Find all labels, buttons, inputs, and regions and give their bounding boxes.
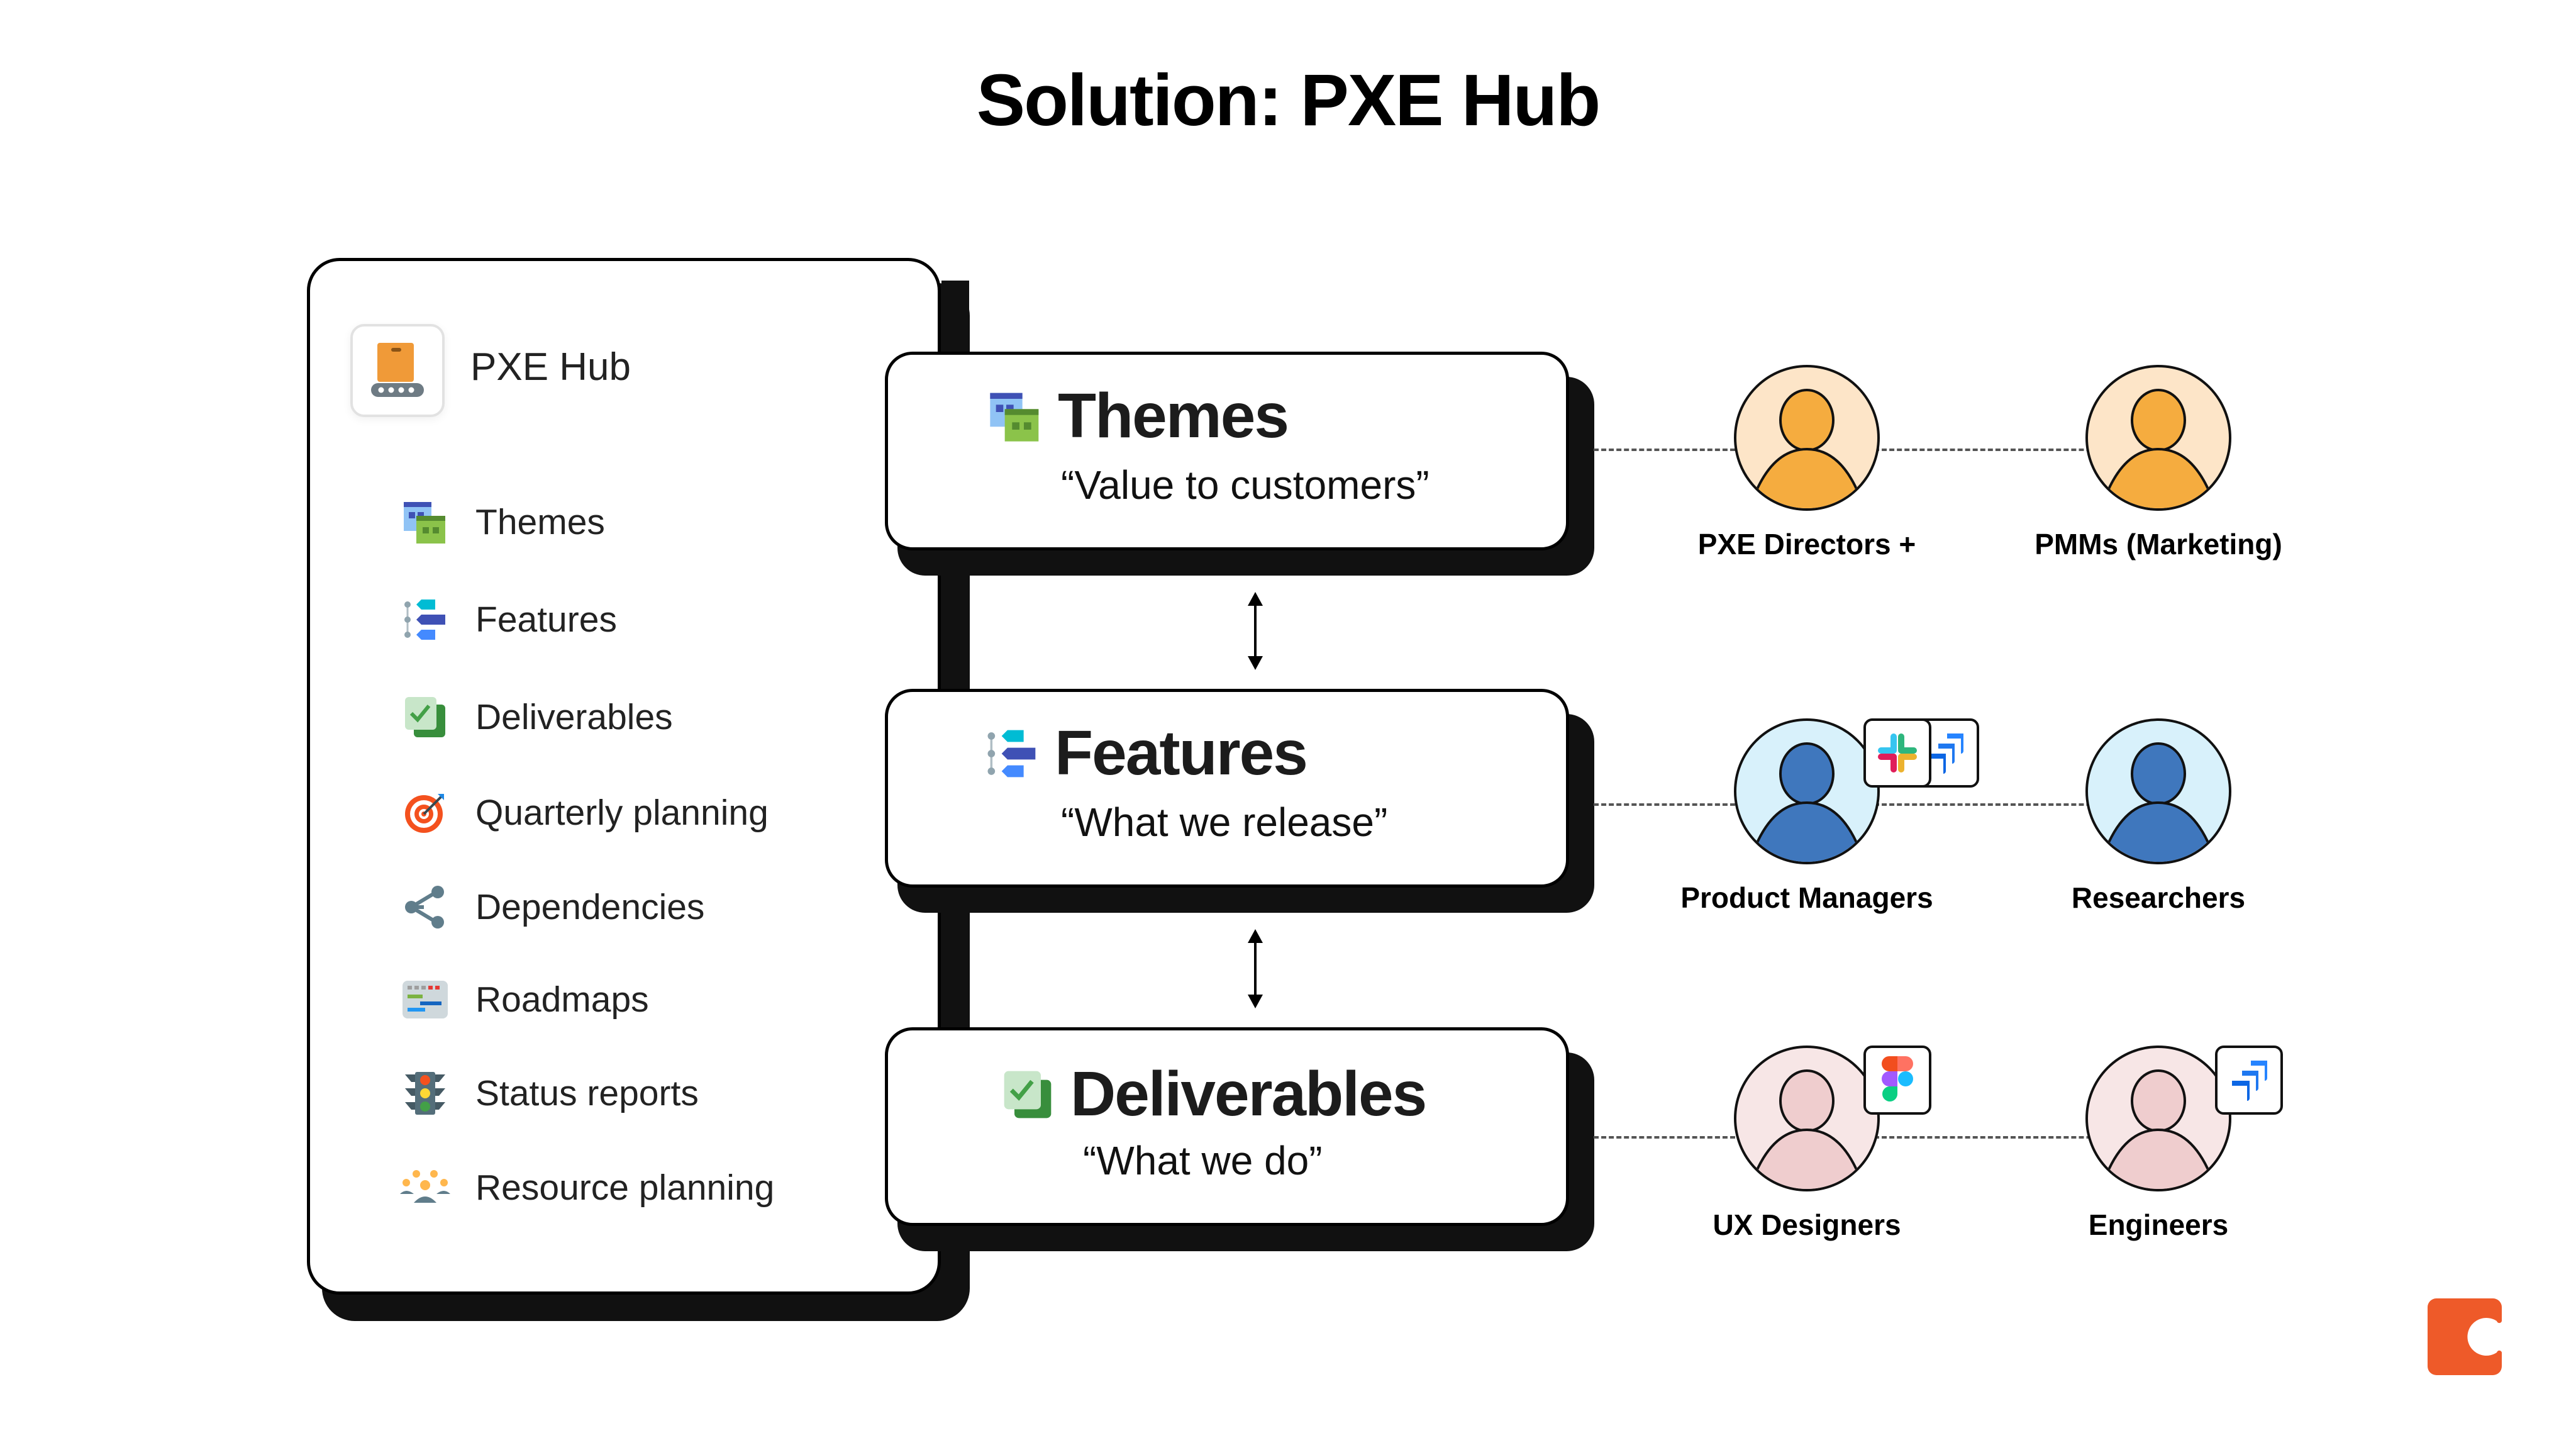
slide-title: Solution: PXE Hub [976,59,1601,141]
card-subtitle: “Value to customers” [1061,462,1430,508]
person-icon [1754,1069,1860,1189]
person-label: Engineers [2088,1208,2229,1241]
card-title: Deliverables [1070,1059,1427,1129]
card-title-row: Themes [989,380,1289,452]
nav-item-features[interactable]: Features [400,591,617,648]
nav-item-label: Roadmaps [475,979,649,1020]
nav-item-label: Themes [475,502,605,542]
person-icon [2106,1069,2211,1189]
person-icon [2106,742,2211,862]
nav-item-deliverables[interactable]: Deliverables [400,689,673,745]
nav-item-label: Dependencies [475,887,705,927]
nav-item-resource-planning[interactable]: Resource planning [400,1159,774,1216]
person-avatar [1734,365,1880,511]
nav-item-dependencies[interactable]: Dependencies [400,879,704,935]
person-avatar [1734,1046,1880,1191]
coda-logo-icon [2428,1298,2502,1375]
person-label: PMMs (Marketing) [2035,528,2282,560]
figma-badge [1863,1046,1931,1115]
person-avatar [1734,718,1880,864]
nav-item-label: Features [475,600,617,640]
app-icon[interactable] [350,324,445,417]
nav-item-roadmaps[interactable]: Roadmaps [400,971,649,1028]
card-subtitle: “What we release” [1061,800,1388,845]
figma-icon [1882,1056,1913,1101]
deliverables-icon [400,692,450,742]
card-title-row: Deliverables [1001,1058,1427,1130]
features-icon [987,730,1036,777]
person-label: PXE Directors + [1697,528,1916,560]
jira-badge [2215,1046,2283,1115]
bidirectional-arrow [1248,929,1263,1008]
person-avatar [2085,718,2231,864]
person-label: UX Designers [1713,1208,1901,1241]
share-nodes-icon [400,882,450,932]
hub-panel [307,258,941,1295]
slack-icon [1878,733,1917,772]
people-group-icon [400,1163,450,1213]
nav-item-label: Deliverables [475,697,673,737]
person-avatar [2085,365,2231,511]
nav-item-label: Resource planning [475,1168,775,1208]
person-icon [1754,742,1860,862]
nav-item-themes[interactable]: Themes [400,494,605,550]
person-label: Product Managers [1680,881,1933,914]
nav-item-status-reports[interactable]: Status reports [400,1065,699,1122]
person-avatar [2085,1046,2231,1191]
level-card-features[interactable]: Features “What we release” [885,689,1569,888]
jira-icon [2232,1061,2267,1101]
conveyor-box-icon [371,343,424,397]
traffic-light-icon [400,1068,450,1118]
themes-icon [400,497,450,547]
card-title: Themes [1058,381,1289,451]
app-name: PXE Hub [470,345,631,389]
deliverables-icon [1004,1071,1052,1118]
slack-badge [1863,718,1931,788]
jira-icon [1928,733,1963,774]
level-card-deliverables[interactable]: Deliverables “What we do” [885,1027,1569,1226]
nav-item-label: Status reports [475,1073,699,1113]
features-icon [400,594,450,645]
roadmap-icon [400,974,450,1025]
person-icon [1754,389,1860,508]
person-icon [2106,389,2211,508]
card-title-row: Features [985,717,1308,789]
card-subtitle: “What we do” [1083,1138,1323,1183]
themes-icon [990,393,1039,442]
card-title: Features [1055,718,1308,788]
person-label: Researchers [2071,881,2246,914]
nav-item-quarterly-planning[interactable]: Quarterly planning [400,784,769,841]
nav-item-label: Quarterly planning [475,793,769,833]
bidirectional-arrow [1248,592,1263,670]
target-icon [400,788,450,838]
level-card-themes[interactable]: Themes “Value to customers” [885,352,1569,550]
